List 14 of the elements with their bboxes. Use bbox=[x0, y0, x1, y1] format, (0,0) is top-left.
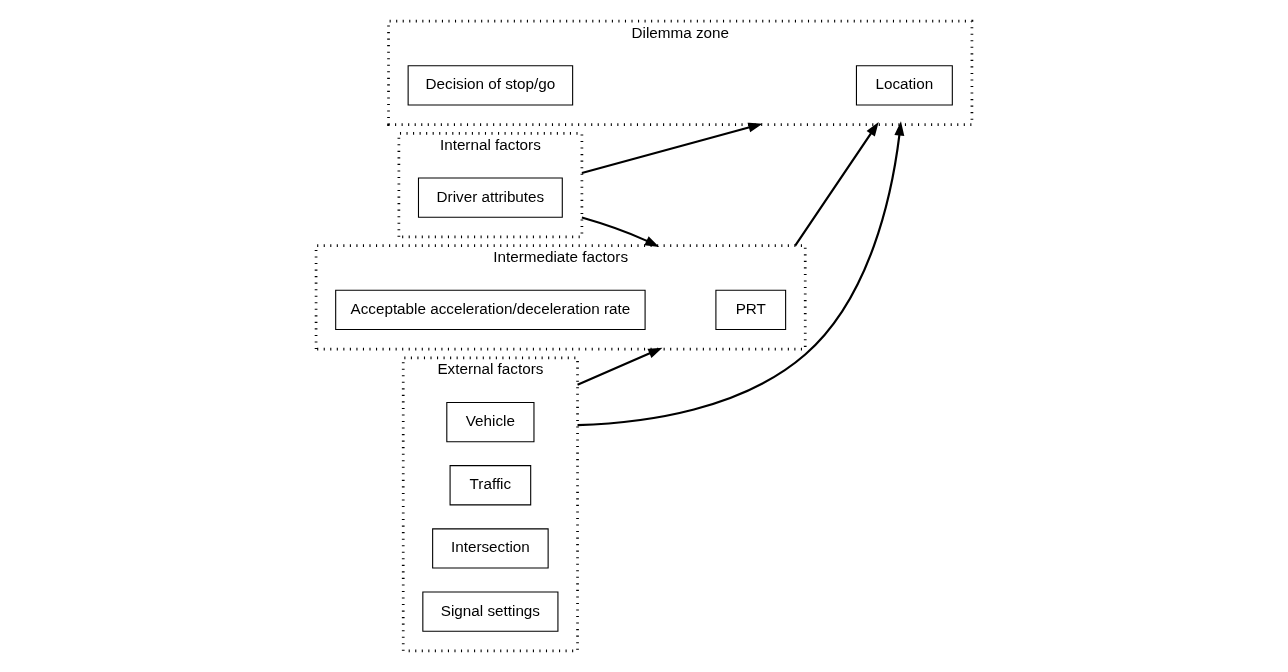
node-box: Driver attributes bbox=[417, 177, 563, 218]
arrow bbox=[577, 347, 663, 386]
arrow bbox=[794, 121, 879, 247]
arrow bbox=[581, 216, 660, 248]
node-box: Vehicle bbox=[446, 401, 535, 443]
node-box: Location bbox=[855, 65, 953, 106]
node-box: Intersection bbox=[432, 528, 549, 569]
node-box: Acceptable acceleration/deceleration rate bbox=[335, 289, 646, 330]
node-box: Decision of stop/go bbox=[407, 65, 574, 106]
node-box: Signal settings bbox=[422, 591, 559, 632]
arrow bbox=[581, 122, 763, 175]
node-box: Traffic bbox=[449, 465, 532, 506]
node-box: PRT bbox=[715, 289, 787, 330]
arrow bbox=[577, 121, 905, 427]
